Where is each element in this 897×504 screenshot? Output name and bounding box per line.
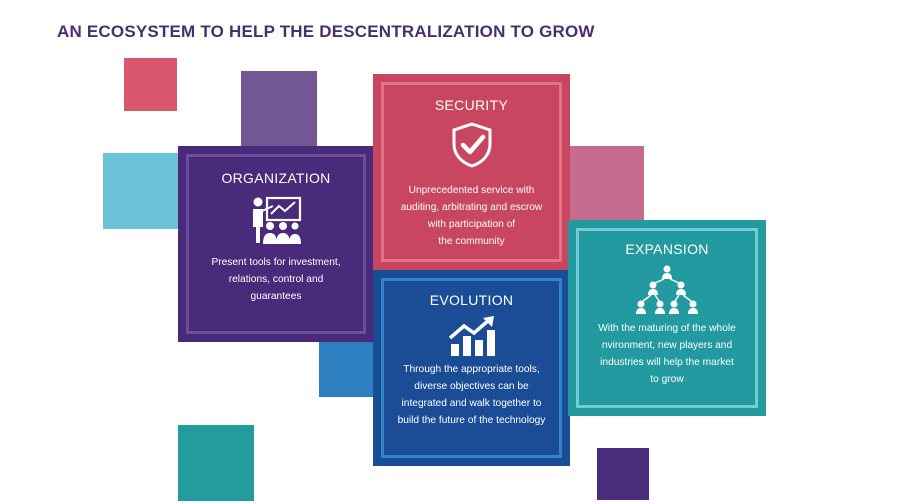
organization-line-1: Present tools for investment, <box>211 257 341 268</box>
evolution-line-3: integrated and walk together to <box>401 398 542 409</box>
decor-square-light-blue <box>103 153 179 229</box>
network-people-icon <box>636 265 698 314</box>
shield-check-icon <box>452 122 491 168</box>
decor-square-purple <box>241 71 317 147</box>
evolution-description: Through the appropriate tools, diverse o… <box>383 361 560 429</box>
security-description: Unprecedented service with auditing, arb… <box>383 182 560 250</box>
expansion-title: EXPANSION <box>625 241 709 257</box>
organization-description: Present tools for investment, relations,… <box>188 254 364 305</box>
decor-square-teal <box>178 425 254 501</box>
evolution-line-4: build the future of the technology <box>397 415 546 426</box>
security-line-4: the community <box>438 236 505 247</box>
evolution-card: EVOLUTION Through the appropriate tools,… <box>373 270 570 466</box>
expansion-description: With the maturing of the whole nvironmen… <box>578 320 756 388</box>
decor-square-mauve <box>568 146 644 222</box>
evolution-card-frame <box>381 278 562 458</box>
growth-chart-icon <box>448 316 495 356</box>
security-line-3: with participation of <box>427 219 516 230</box>
expansion-line-1: With the maturing of the whole <box>598 323 736 334</box>
expansion-card: EXPANSION With the maturing of the whole… <box>568 220 766 416</box>
security-line-1: Unprecedented service with <box>408 185 535 196</box>
decor-square-pink <box>124 58 177 111</box>
presentation-icon <box>253 196 302 244</box>
evolution-title: EVOLUTION <box>429 292 514 308</box>
organization-line-3: guarantees <box>250 291 302 302</box>
expansion-line-2: nvironment, new players and <box>601 340 733 351</box>
security-line-2: auditing, arbitrating and escrow <box>400 202 543 213</box>
organization-line-2: relations, control and <box>228 274 324 285</box>
organization-card: ORGANIZATION Present tools for investmen… <box>178 146 374 342</box>
decor-square-dark-purple <box>597 448 649 500</box>
security-card-frame <box>381 82 562 262</box>
expansion-card-frame <box>576 228 758 408</box>
security-card: SECURITY Unprecedented service with audi… <box>373 74 570 270</box>
evolution-line-2: diverse objectives can be <box>414 381 529 392</box>
expansion-line-3: industries will help the market <box>600 357 734 368</box>
evolution-line-1: Through the appropriate tools, <box>403 364 540 375</box>
expansion-line-4: to grow <box>650 374 684 385</box>
security-title: SECURITY <box>434 97 509 113</box>
page-title: AN ECOSYSTEM TO HELP THE DESCENTRALIZATI… <box>57 22 595 41</box>
organization-title: ORGANIZATION <box>221 170 331 186</box>
organization-card-frame <box>186 154 366 334</box>
